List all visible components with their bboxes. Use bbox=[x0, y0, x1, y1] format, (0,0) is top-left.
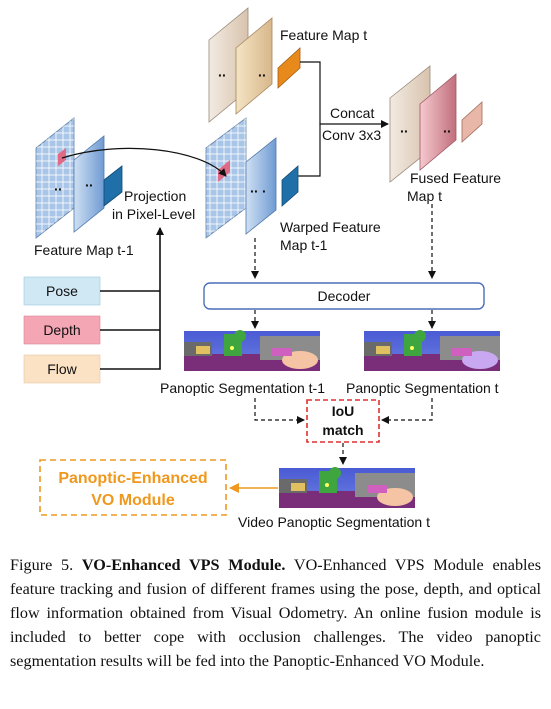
vps-module-diagram: ·· ·· Feature Map t Concat Conv 3x3 ·· ·… bbox=[23, 7, 501, 530]
feature-map-t1-stack: ·· ·· bbox=[35, 117, 123, 239]
svg-text:·: · bbox=[400, 123, 405, 139]
svg-text:·: · bbox=[89, 177, 94, 193]
iou-label-line2: match bbox=[322, 422, 363, 438]
warped-label-line1: Warped Feature bbox=[280, 219, 381, 235]
svg-text:·: · bbox=[262, 67, 267, 83]
caption-title: VO-Enhanced VPS Module. bbox=[81, 556, 286, 574]
svg-text:·: · bbox=[262, 183, 267, 199]
projection-label-line1: Projection bbox=[124, 188, 186, 204]
vo-module-label-line1: Panoptic-Enhanced bbox=[58, 470, 207, 487]
warped-connector bbox=[298, 120, 389, 177]
svg-text:·: · bbox=[85, 177, 90, 193]
svg-text:·: · bbox=[258, 67, 263, 83]
video-panoptic-segmentation-image bbox=[279, 467, 415, 508]
feature-t-connector bbox=[300, 61, 321, 124]
vo-module-label-line2: VO Module bbox=[91, 492, 175, 509]
panoptic-segmentation-t1-image bbox=[184, 330, 320, 371]
flow-label: Flow bbox=[47, 361, 77, 377]
pixel-projection-curve bbox=[61, 147, 227, 177]
feature-map-t-stack: ·· ·· bbox=[208, 7, 301, 123]
projection-label-line2: in Pixel-Level bbox=[112, 206, 195, 222]
figure-caption: Figure 5. VO-Enhanced VPS Module. VO-Enh… bbox=[10, 553, 541, 673]
svg-text:·: · bbox=[250, 183, 255, 199]
svg-text:·: · bbox=[222, 67, 227, 83]
fused-label-line2: Map t bbox=[407, 188, 442, 204]
pose-box bbox=[23, 276, 101, 306]
seg-t-to-iou-arrow bbox=[381, 398, 433, 424]
feature-map-t-label: Feature Map t bbox=[280, 27, 367, 43]
depth-box bbox=[23, 315, 101, 345]
svg-text:·: · bbox=[447, 123, 452, 139]
caption-body: VO-Enhanced VPS Module enables feature t… bbox=[10, 556, 542, 670]
depth-label: Depth bbox=[43, 322, 80, 338]
svg-text:·: · bbox=[218, 67, 223, 83]
warped-label-line2: Map t-1 bbox=[280, 237, 328, 253]
svg-text:·: · bbox=[54, 181, 59, 197]
svg-text:·: · bbox=[404, 123, 409, 139]
vo-module-box bbox=[39, 459, 227, 516]
panoptic-segmentation-t-image bbox=[364, 330, 500, 371]
flow-connector bbox=[100, 227, 164, 370]
iou-label-line1: IoU bbox=[332, 403, 355, 419]
svg-text:·: · bbox=[443, 123, 448, 139]
iou-match-box bbox=[306, 399, 380, 443]
pose-label: Pose bbox=[46, 283, 78, 299]
conv-label: Conv 3x3 bbox=[322, 127, 381, 143]
seg-t1-label: Panoptic Segmentation t-1 bbox=[160, 380, 325, 396]
concat-label: Concat bbox=[330, 105, 374, 121]
decoder-label: Decoder bbox=[318, 288, 371, 304]
video-seg-label: Video Panoptic Segmentation t bbox=[238, 514, 430, 530]
fused-label-line1: Fused Feature bbox=[410, 170, 501, 186]
fused-feature-map-stack: ·· ·· bbox=[389, 65, 483, 183]
svg-text:·: · bbox=[58, 181, 63, 197]
seg-t1-to-iou-arrow bbox=[254, 398, 305, 424]
svg-text:·: · bbox=[254, 183, 259, 199]
seg-t-label: Panoptic Segmentation t bbox=[346, 380, 499, 396]
decoder-box bbox=[203, 282, 485, 310]
caption-label: Figure 5. bbox=[10, 556, 74, 574]
feature-map-t1-label: Feature Map t-1 bbox=[34, 242, 134, 258]
